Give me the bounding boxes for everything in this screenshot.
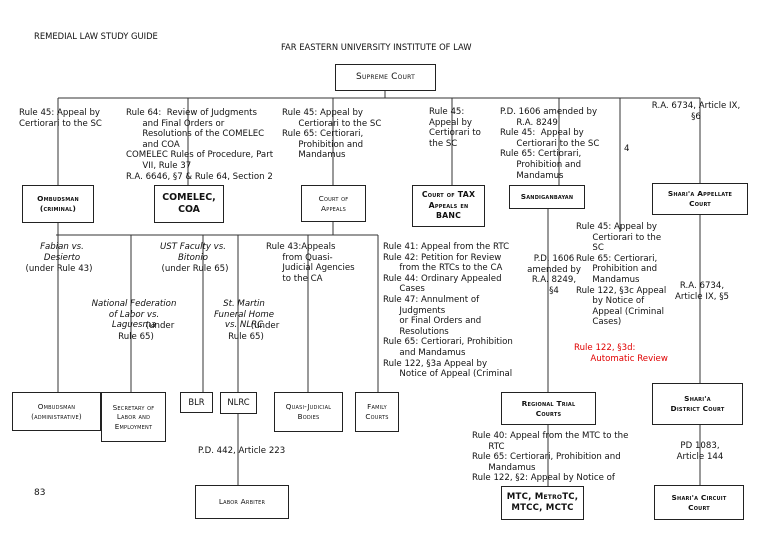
family-courts-label: Family Courts [365,402,389,421]
sharia-appellate-box: Shari'a Appellate Court [652,183,748,215]
institute-header: FAR EASTERN UNIVERSITY INSTITUTE OF LAW [281,42,472,52]
quasi-judicial-label: Quasi-Judicial Bodies [285,402,332,421]
ust-rule-label: (under Rule 65) [161,264,229,274]
st-martin-rule-label-1: (under [248,321,280,331]
nlrc-box: NLRC [220,392,257,414]
st-martin-rule-label-2: Rule 65) [228,332,264,342]
supreme-court-box: Supreme Court [335,64,436,91]
cta-banc-label: Court of TAX Appeals en BANC [421,190,476,221]
mtc-box: MTC, MetroTC, MTCC, MCTC [501,486,584,520]
side-number: 4 [624,144,630,154]
labor-arbiter-label: Labor Arbiter [218,497,266,507]
secretary-labor-label: Secretary of Labor and Employment [112,402,155,431]
rule43-quasi-label: Rule 43:Appeals from Quasi- Judicial Age… [266,242,355,284]
nfl-rule-label-2: Rule 65) [118,332,154,342]
blr-box: BLR [180,392,213,413]
ra6734-top-label: R.A. 6734, Article IX, §6 [651,101,741,122]
automatic-review-label: Rule 122, §3d: Automatic Review [574,343,668,364]
supreme-court-label: Supreme Court [356,71,415,82]
ombudsman-admin-box: Ombudsman (administrative) [12,392,101,431]
sharia-circuit-box: Shari'a Circuit Court [654,485,744,520]
ra6734-mid-label: R.A. 6734, Article IX, §5 [675,281,729,302]
nfl-case-label: National Federation of Labor vs. Laguesm… [91,299,177,331]
fabian-case-label: Fabian vs. Desierto [40,242,84,263]
rule45-65-ca-label: Rule 45: Appeal by Certiorari to the SC … [282,108,382,161]
rule45-cta-label: Rule 45: Appeal by Certiorari to the SC [429,107,481,149]
mtc-rules-label: Rule 40: Appeal from the MTC to the RTC … [472,431,629,484]
rtc-box: Regional Trial Courts [501,392,596,425]
sharia-district-box: Shari'a District Court [652,383,743,425]
ombudsman-criminal-box: Ombudsman (criminal) [22,185,94,223]
st-martin-case-label: St. Martin Funeral Home vs. NLRC [213,299,275,331]
family-courts-box: Family Courts [355,392,399,432]
comelec-coa-label: COMELEC, COA [162,192,216,215]
rtc-label: Regional Trial Courts [521,398,576,418]
sandiganbayan-label: Sandiganbayan [520,192,574,202]
comelec-coa-box: COMELEC, COA [154,185,224,223]
fabian-rule-label: (under Rule 43) [25,264,93,274]
pd1606-sandiganbayan-label: P.D. 1606 amended by R.A. 8249 Rule 45: … [500,107,600,181]
pd442-label: P.D. 442, Article 223 [198,446,286,456]
sandiganbayan-rtc-rules-label: Rule 45: Appeal by Certiorari to the SC … [576,222,667,328]
labor-arbiter-box: Labor Arbiter [195,485,289,519]
rule64-comelec-label: Rule 64: Review of Judgments and Final O… [126,108,274,182]
sharia-district-label: Shari'a District Court [670,394,725,413]
ust-case-label: UST Faculty vs. Bitonio [160,242,226,263]
ombudsman-criminal-label: Ombudsman (criminal) [37,194,79,213]
rule45-ombudsman-label: Rule 45: Appeal by Certiorari to the SC [19,108,102,129]
nlrc-label: NLRC [227,397,250,408]
mtc-label: MTC, MetroTC, MTCC, MCTC [506,492,579,513]
pd1083-label: PD 1083, Article 144 [676,441,724,462]
rtc-rules-label: Rule 41: Appeal from the RTC Rule 42: Pe… [383,242,513,380]
ombudsman-admin-label: Ombudsman (administrative) [31,401,82,421]
court-of-appeals-label: Court of Appeals [318,193,349,213]
pd1606-rtc-label: P.D. 1606 amended by R.A. 8249, §4 [527,254,581,296]
nfl-rule-label-1: (under [143,321,175,331]
page-number: 83 [34,488,46,498]
sharia-circuit-label: Shari'a Circuit Court [671,492,727,512]
study-guide-header: REMEDIAL LAW STUDY GUIDE [34,31,158,41]
cta-banc-box: Court of TAX Appeals en BANC [412,185,485,227]
secretary-labor-box: Secretary of Labor and Employment [101,392,166,442]
sandiganbayan-box: Sandiganbayan [509,185,585,209]
court-of-appeals-box: Court of Appeals [301,185,366,222]
quasi-judicial-box: Quasi-Judicial Bodies [274,392,343,432]
sharia-appellate-label: Shari'a Appellate Court [667,189,733,208]
blr-label: BLR [188,396,205,407]
